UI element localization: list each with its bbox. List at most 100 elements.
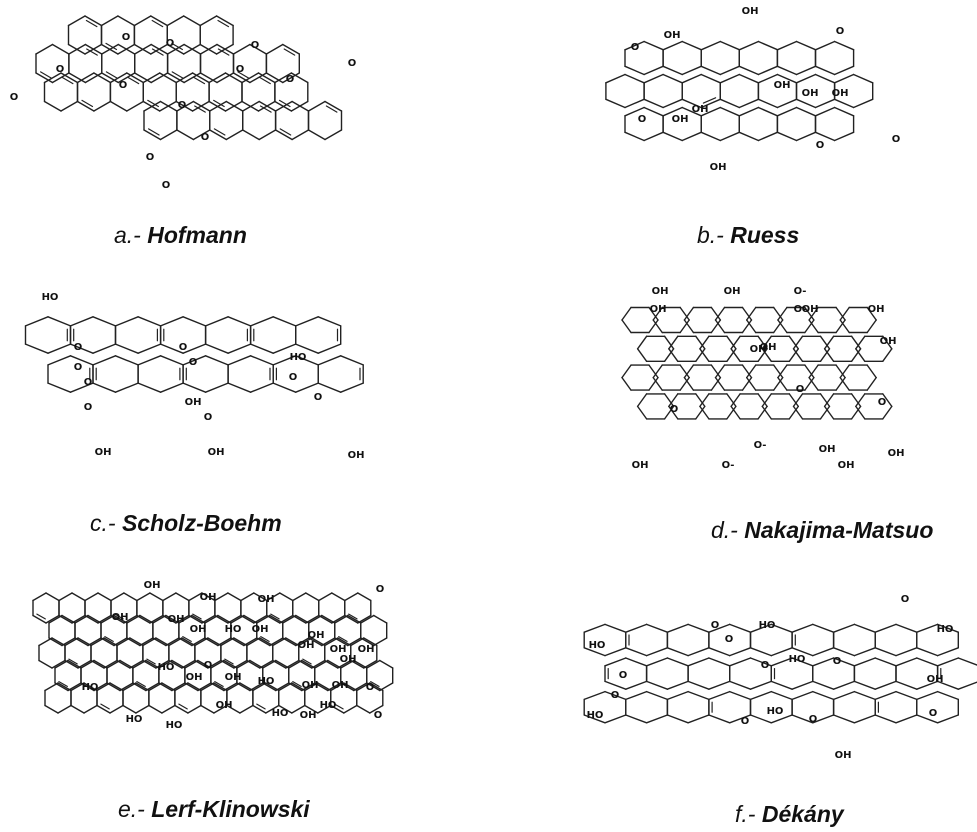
ring-bond-line (833, 131, 855, 142)
hydroxyl-group-label: OH (632, 460, 649, 471)
ring-bond-line (47, 355, 72, 366)
ring-bond-line (101, 43, 120, 55)
ring-bond-line (379, 659, 394, 669)
oxygen-group-label: O (833, 656, 842, 667)
hydroxyl-group-label: OH (200, 592, 217, 603)
ring-bond-line (356, 682, 371, 692)
double-bond-line (259, 76, 271, 85)
ring-bond-line (249, 343, 274, 354)
double-bond-line (334, 703, 344, 710)
ring-bond-line (44, 682, 59, 692)
double-bond-line (270, 613, 280, 620)
ring-bond-line (74, 614, 89, 624)
ring-bond-line (155, 637, 170, 647)
ring-bond-line (253, 592, 268, 602)
ring-bond-line (220, 637, 235, 647)
ring-bond-line (217, 614, 232, 624)
ring-bond-line (741, 319, 753, 334)
ring-bond-line (832, 647, 856, 657)
ring-bond-line (757, 65, 779, 76)
ring-bond-line (700, 131, 722, 142)
double-bond-line (105, 71, 118, 79)
ring-bond-line (305, 592, 320, 602)
ring-bond-line (728, 680, 752, 690)
oxygen-group-label: O (74, 342, 83, 353)
ring-bond-line (51, 43, 70, 55)
ring-bond-line (38, 659, 53, 669)
ring-bond-line (152, 614, 167, 624)
ring-bond-line (330, 704, 345, 714)
ring-bond-line (738, 131, 760, 142)
ring-bond-line (668, 393, 679, 408)
ring-bond-line (895, 714, 918, 724)
hydroxyl-group-label: OH (868, 304, 885, 315)
double-bond-line (213, 99, 225, 108)
ring-bond-line (188, 592, 203, 602)
ring-bond-line (761, 335, 773, 350)
ring-bond-line (246, 637, 261, 647)
ring-bond-line (772, 306, 784, 321)
ring-bond-line (679, 376, 690, 391)
ring-bond-line (648, 306, 659, 321)
ring-bond-line (77, 637, 92, 647)
ring-bond-line (730, 348, 741, 363)
ring-bond-line (176, 100, 195, 112)
ring-bond-line (850, 335, 862, 350)
ring-bond-line (788, 393, 800, 408)
ring-bond-line (776, 131, 798, 142)
ring-bond-line (895, 647, 918, 657)
ring-bond-line (122, 704, 137, 714)
ring-bond-line (728, 657, 752, 667)
ring-bond-line (292, 592, 307, 602)
ring-bond-line (699, 393, 710, 408)
ring-bond-line (183, 72, 202, 84)
ring-bond-line (43, 72, 62, 84)
oxygen-group-label: O (204, 660, 213, 671)
ring-bond-line (92, 343, 117, 354)
ring-bond-line (318, 592, 333, 602)
ring-bond-line (700, 106, 722, 117)
ring-bond-line (308, 614, 323, 624)
ring-bond-line (832, 657, 856, 667)
ring-bond-line (45, 592, 60, 602)
ring-bond-line (148, 682, 163, 692)
ring-bond-line (158, 72, 177, 84)
ring-bond-line (117, 72, 136, 84)
ring-bond-line (814, 73, 836, 84)
ring-bond-line (770, 714, 793, 724)
ring-bond-line (80, 659, 95, 669)
ring-bond-line (92, 355, 117, 366)
ring-bond-line (35, 43, 54, 55)
ring-bond-line (110, 592, 125, 602)
ring-bond-line (101, 72, 120, 84)
ring-bond-line (161, 682, 176, 692)
hydroxyl-group-label: OH (774, 80, 791, 91)
ring-bond-line (54, 659, 69, 669)
ring-bond-line (700, 65, 722, 76)
ring-bond-line (832, 623, 856, 633)
double-bond-line (702, 97, 717, 104)
ring-bond-line (150, 15, 169, 27)
ring-bond-line (150, 43, 169, 55)
ring-bond-line (804, 376, 815, 391)
ring-bond-line (137, 355, 162, 366)
ring-bond-line (265, 704, 280, 714)
ring-bond-line (663, 393, 675, 408)
hydroxyl-group-label: OH (258, 594, 275, 605)
ring-bond-line (324, 129, 343, 141)
ring-bond-line (699, 405, 710, 420)
oxygen-group-label: O (122, 32, 131, 43)
ring-bond-line (136, 592, 151, 602)
ring-bond-line (304, 682, 319, 692)
ring-bond-line (605, 73, 626, 84)
ring-bond-line (137, 316, 162, 327)
hydroxyl-group-label: OH (750, 344, 767, 355)
double-bond-line (81, 99, 94, 108)
ring-bond-line (45, 614, 60, 624)
hydroxyl-group-label: HO (789, 654, 806, 665)
ring-bond-line (666, 714, 689, 724)
ring-bond-line (174, 682, 189, 692)
